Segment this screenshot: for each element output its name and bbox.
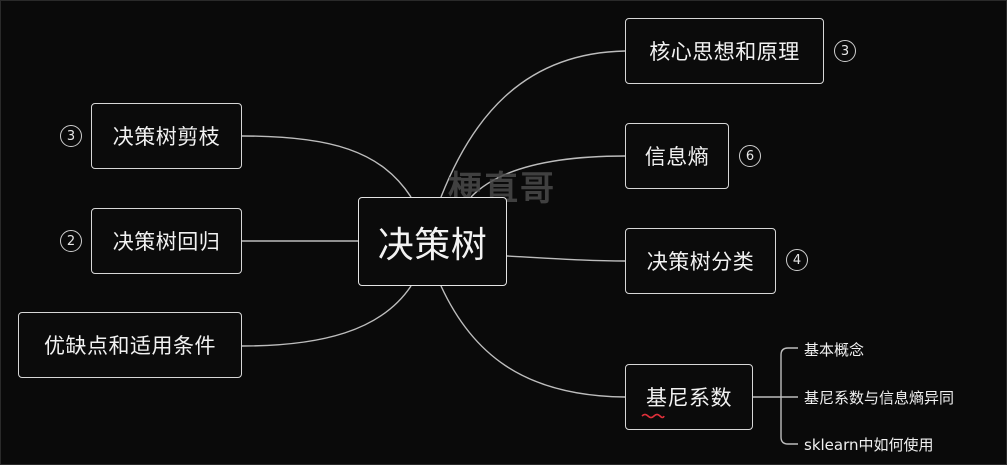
connector-pruning — [241, 135, 412, 198]
branch-gini[interactable]: 基尼系数 — [625, 364, 753, 430]
branch-pros-cons[interactable]: 优缺点和适用条件 — [18, 312, 242, 378]
connector-entropy — [470, 155, 626, 198]
connector-gini-bracket — [780, 347, 798, 445]
connector-core — [440, 50, 626, 198]
branch-pros-cons-label: 优缺点和适用条件 — [44, 334, 216, 358]
gini-child-sklearn-usage[interactable]: sklearn中如何使用 — [804, 436, 934, 454]
branch-regression-count-badge[interactable]: 2 — [60, 230, 82, 252]
branch-core-principles-count-badge[interactable]: 3 — [834, 40, 856, 62]
gini-child-gini-vs-entropy[interactable]: 基尼系数与信息熵异同 — [804, 389, 955, 407]
branch-core-principles[interactable]: 核心思想和原理 — [625, 18, 824, 84]
branch-classification[interactable]: 决策树分类 — [625, 228, 776, 294]
branch-regression[interactable]: 决策树回归 — [91, 208, 242, 274]
center-node-label: 决策树 — [377, 224, 488, 266]
connector-classification — [506, 255, 626, 262]
center-node-decision-tree[interactable]: 决策树 — [358, 197, 507, 286]
branch-entropy-count-badge[interactable]: 6 — [739, 145, 761, 167]
branch-classification-count-badge[interactable]: 4 — [786, 249, 808, 271]
branch-regression-label: 决策树回归 — [112, 230, 221, 254]
connector-gini — [440, 285, 626, 398]
branch-pruning[interactable]: 决策树剪枝 — [91, 103, 242, 169]
branch-entropy[interactable]: 信息熵 — [625, 123, 729, 189]
spellcheck-underline — [641, 413, 665, 419]
branch-core-principles-label: 核心思想和原理 — [649, 40, 800, 64]
branch-gini-label: 基尼系数 — [646, 386, 732, 410]
connector-pros-cons — [241, 285, 412, 347]
branch-pruning-count-badge[interactable]: 3 — [60, 125, 82, 147]
branch-classification-label: 决策树分类 — [646, 250, 755, 274]
branch-entropy-label: 信息熵 — [644, 145, 710, 169]
branch-pruning-label: 决策树剪枝 — [112, 125, 221, 149]
gini-child-basic-concept[interactable]: 基本概念 — [804, 341, 865, 359]
